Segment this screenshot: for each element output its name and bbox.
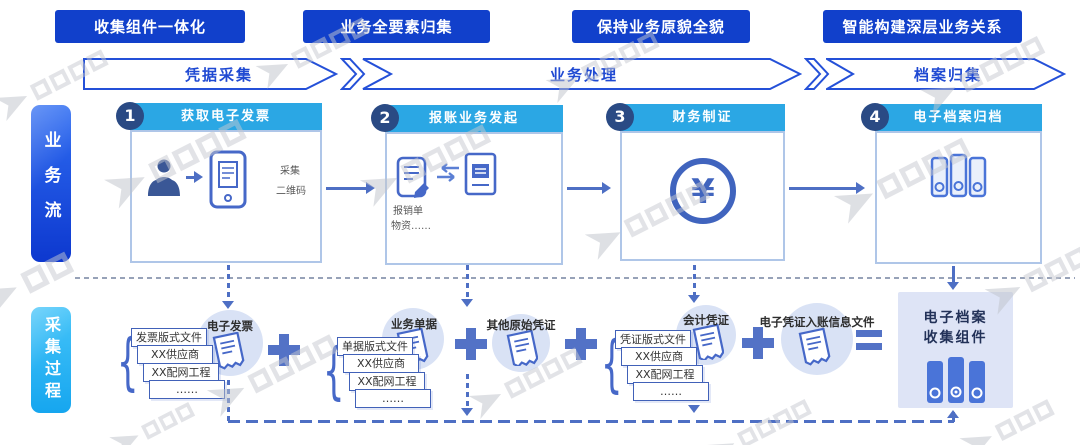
process-box-body xyxy=(620,131,785,261)
result-box-title-line2: 收集组件 xyxy=(923,330,988,346)
connector-box2-down xyxy=(466,265,469,301)
tax-invoice-icon xyxy=(464,152,497,196)
lane-business-flow: 业务流 xyxy=(31,105,71,262)
card-ellipsis: …… xyxy=(149,380,225,399)
result-box-title-line1: 电子档案 xyxy=(923,310,988,326)
connector-box1-down xyxy=(227,265,230,303)
tag-collect-component: 收集组件一体化 xyxy=(55,10,245,43)
circle-label: 业务单据 xyxy=(391,317,437,331)
circle-label: 电子凭证入账信息文件 xyxy=(759,315,875,329)
card-grid-project: XX配网工程 xyxy=(627,365,703,384)
connector-businessdoc-down xyxy=(466,374,469,410)
step-2-badge: 2 xyxy=(371,104,399,132)
banner-business-process: 业务处理 xyxy=(362,58,802,90)
process-box-title: 报账业务发起 xyxy=(385,105,563,132)
card-ellipsis: …… xyxy=(633,382,709,401)
banner-archive-collect: 档案归集 xyxy=(826,58,1066,90)
arrow-head-down xyxy=(461,299,473,313)
arrow-head-down xyxy=(947,282,959,296)
tag-smart-relationship: 智能构建深层业务关系 xyxy=(823,10,1022,43)
circle-label: 电子发票 xyxy=(207,319,253,333)
person-icon xyxy=(148,159,180,196)
flow-arrow-3-4 xyxy=(789,182,865,194)
arrow-head-down xyxy=(688,405,700,419)
circle-label: 会计凭证 xyxy=(683,313,729,327)
archive-binders-solid-icon xyxy=(926,357,985,403)
svg-text:¥: ¥ xyxy=(691,172,715,212)
receipt-icon xyxy=(798,328,832,367)
process-box-get-invoice: 1 获取电子发票 采集 二维码 xyxy=(116,102,322,263)
circle-label: 其他原始凭证 xyxy=(486,318,556,332)
arrow-head-down xyxy=(222,301,234,315)
card-supplier: XX供应商 xyxy=(137,345,213,364)
tag-all-elements: 业务全要素归集 xyxy=(303,10,490,43)
document-edit-icon xyxy=(396,156,429,198)
box2-caption-line: 物资…… xyxy=(391,221,431,232)
plus-icon xyxy=(455,328,487,360)
arrow-head-down xyxy=(461,408,473,422)
receipt-icon xyxy=(506,330,538,366)
phone-capture-icon xyxy=(209,150,247,209)
step-4-badge: 4 xyxy=(861,103,889,131)
chevron-separator-icon xyxy=(340,58,366,90)
connector-einvoice-down xyxy=(227,380,230,422)
box1-caption-line: 采集 xyxy=(280,166,300,177)
equals-icon xyxy=(856,330,882,350)
card-supplier: XX供应商 xyxy=(343,354,419,373)
tag-keep-original: 保持业务原貌全貌 xyxy=(572,10,750,43)
process-box-title: 获取电子发票 xyxy=(130,103,322,130)
flow-arrow-2-3 xyxy=(567,182,611,194)
card-grid-project: XX配网工程 xyxy=(349,372,425,391)
watermark xyxy=(109,398,197,445)
flow-arrow-1-2 xyxy=(326,182,375,194)
connector-box3-down xyxy=(693,265,696,297)
yuan-circle-icon: ¥ xyxy=(670,158,736,224)
plus-icon xyxy=(565,328,597,360)
box2-caption-line: 报销单 xyxy=(393,206,423,217)
process-box-finance-voucher: 3 财务制证 ¥ xyxy=(606,103,785,261)
box1-caption-line: 二维码 xyxy=(276,186,306,197)
plus-icon xyxy=(268,334,300,366)
arrow-head-up xyxy=(947,404,959,418)
archive-binders-icon xyxy=(930,153,987,198)
step-1-badge: 1 xyxy=(116,102,144,130)
arrow-right-icon xyxy=(186,171,203,183)
banner-label: 凭据采集 xyxy=(184,65,253,84)
banner-label: 档案归集 xyxy=(913,65,982,84)
lane-divider-dashed-line xyxy=(75,277,1075,279)
plus-icon xyxy=(742,327,774,359)
process-box-title: 财务制证 xyxy=(620,104,785,131)
chevron-separator-icon xyxy=(804,58,830,90)
result-box-archive-collect-component: 电子档案 收集组件 xyxy=(898,292,1013,408)
exchange-arrows-icon xyxy=(437,163,459,182)
card-voucher-layout-file: 凭证版式文件 xyxy=(615,330,691,349)
banner-voucher-collect: 凭据采集 xyxy=(83,58,351,90)
arrow-head-down xyxy=(688,295,700,309)
step-3-badge: 3 xyxy=(606,103,634,131)
banner-label: 业务处理 xyxy=(549,65,618,84)
process-box-expense-start: 2 报账业务发起 报销单 物资…… xyxy=(371,104,563,265)
collector-bottom-line xyxy=(228,420,954,423)
card-supplier: XX供应商 xyxy=(621,347,697,366)
lane-collect-process: 采集过程 xyxy=(31,307,71,413)
banner-arrow-shape xyxy=(826,58,1066,90)
card-ellipsis: …… xyxy=(355,389,431,408)
process-box-title: 电子档案归档 xyxy=(875,104,1042,131)
process-box-archive-filing: 4 电子档案归档 xyxy=(861,103,1042,264)
connector-box4-down xyxy=(952,266,955,284)
